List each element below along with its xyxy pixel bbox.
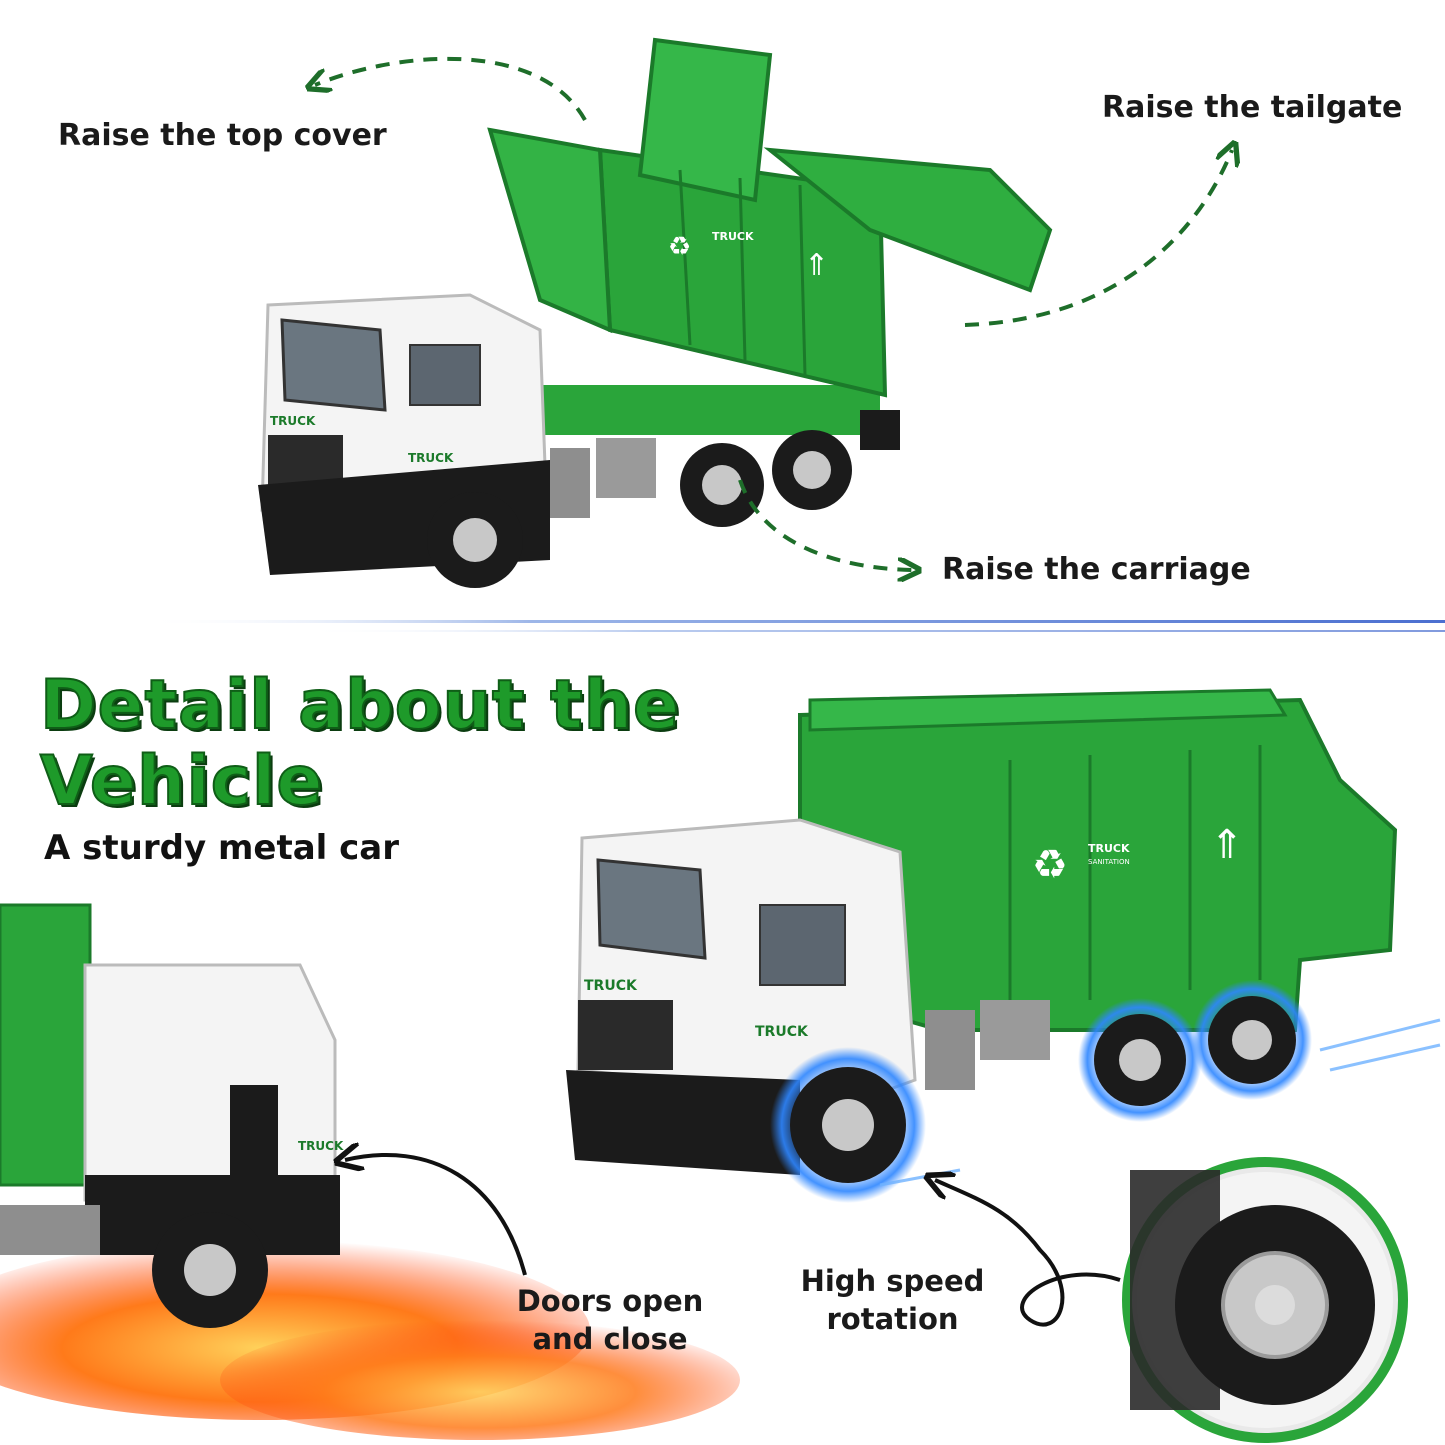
top-cover-arrow <box>315 56 587 121</box>
top-cover <box>637 37 773 203</box>
section-divider <box>140 620 1445 623</box>
svg-text:TRUCK: TRUCK <box>755 1024 809 1040</box>
subheadline: A sturdy metal car <box>44 828 399 868</box>
top-truck-chassis <box>520 385 880 435</box>
right-truck-wheels <box>770 980 1312 1203</box>
tailgate <box>763 147 1053 293</box>
label-doors: Doors open and close <box>516 1284 704 1356</box>
recycle-icon: ♻ <box>668 232 691 262</box>
tree-icon-right: ⇑ <box>1210 822 1244 868</box>
svg-text:TRUCK: TRUCK <box>584 978 638 994</box>
headline: Detail about the Vehicle <box>39 666 681 821</box>
carriage-arrow <box>738 479 912 570</box>
svg-text:TRUCK: TRUCK <box>270 414 316 428</box>
doors-arrow <box>345 1155 527 1276</box>
label-raise-tailgate: Raise the tailgate <box>1102 90 1403 125</box>
tree-icon: ⇑ <box>804 248 829 283</box>
svg-text:TRUCK: TRUCK <box>408 451 454 465</box>
right-truck-decal: TRUCK <box>1088 842 1130 855</box>
top-truck-wheels <box>427 430 852 588</box>
tailgate-arrow <box>964 150 1232 327</box>
recycle-icon-right: ♻ <box>1032 842 1068 888</box>
label-rotation: High speed rotation <box>800 1264 985 1336</box>
top-truck-decal: TRUCK <box>712 230 754 243</box>
top-truck: ♻ TRUCK ⇑ TRUCK TRUCK <box>258 37 1053 588</box>
svg-text:TRUCK: TRUCK <box>298 1139 344 1153</box>
right-truck-decal-small: SANITATION <box>1088 858 1130 866</box>
right-truck-windshield <box>596 858 707 960</box>
label-raise-carriage: Raise the carriage <box>942 552 1251 587</box>
left-truck-cab <box>83 963 337 1202</box>
top-truck-windshield <box>280 318 387 412</box>
open-door <box>230 1085 278 1185</box>
wheel-zoom-circle <box>1122 1157 1408 1443</box>
label-raise-top-cover: Raise the top cover <box>58 118 387 153</box>
left-truck: TRUCK <box>0 903 740 1440</box>
right-truck: ♻ TRUCK SANITATION ⇑ TRUCK TRUCK <box>566 688 1441 1203</box>
rotation-arrow <box>935 1180 1121 1327</box>
right-truck-grille <box>578 1000 673 1070</box>
